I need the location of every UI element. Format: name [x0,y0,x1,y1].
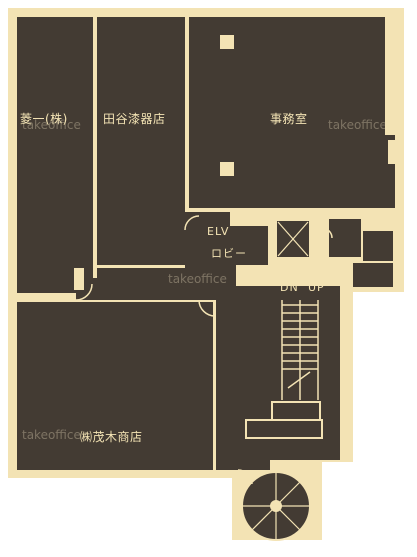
watermark-3: takeoffice [168,272,227,286]
room-ryoichi [17,17,93,293]
door-swings [75,215,333,485]
watermark-4: takeoffice [22,428,81,442]
restroom-3 [351,261,395,289]
lobby-label: ロビー [211,247,247,260]
elevator-label: ELV [207,225,230,238]
room-jimushitsu [189,17,395,208]
elevator-cross-2 [277,221,309,257]
room-moki-shoten [17,302,213,470]
column-1 [220,35,234,49]
spiral-stair-treads [242,472,310,540]
stair-down-label: DN [280,281,299,294]
watermark-2: takeoffice [328,118,387,132]
stair-landing [270,286,340,400]
room-taya-shikkiten [97,17,185,265]
watermark-1: takeoffice [22,118,81,132]
room-label-ryoichi: 菱一(株) [20,112,68,126]
corridor-west [76,278,236,300]
restroom-1 [327,217,363,259]
column-2 [220,162,234,176]
column-4 [74,268,84,290]
service-room-2 [245,419,323,439]
elevator-lobby [97,212,268,278]
room-label-taya: 田谷漆器店 [103,112,166,126]
stair-up-label: UP [308,281,325,294]
room-label-moki: ㈱茂木商店 [80,430,143,444]
room-label-jimushitsu: 事務室 [270,112,308,126]
column-3 [388,140,398,164]
staircase [281,300,319,400]
restroom-2 [361,229,395,265]
